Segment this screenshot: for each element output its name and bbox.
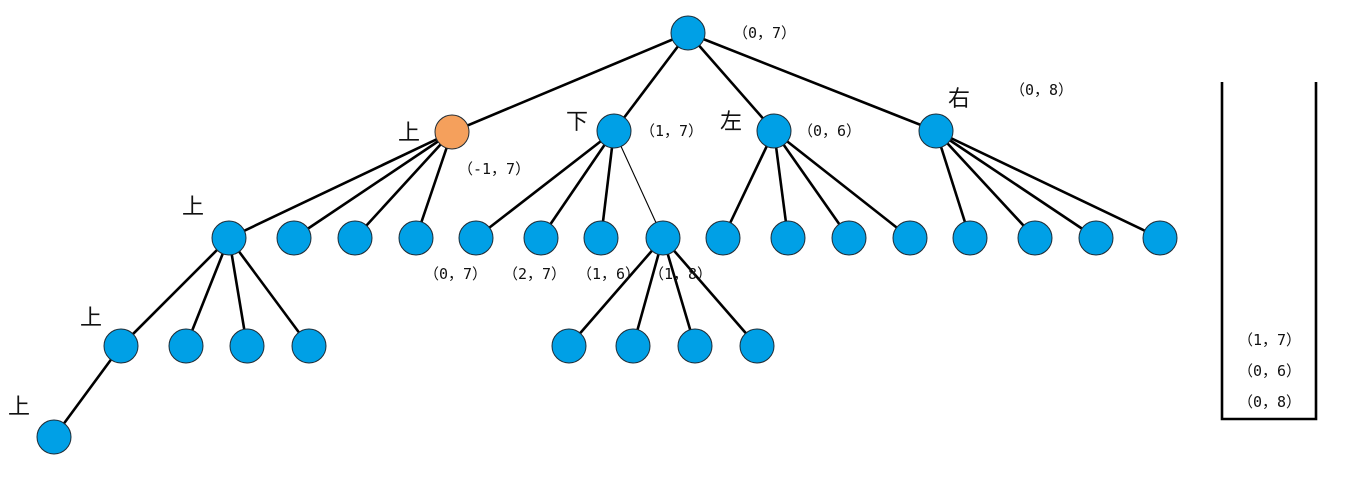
tree-edge (687, 32, 775, 132)
tree-node-l2-b (276, 220, 312, 256)
stack-item: （0，8） (1238, 393, 1301, 411)
tree-edges (52, 31, 1161, 438)
tree-node-l2-g (583, 220, 619, 256)
direction-label: 上 (398, 121, 420, 146)
direction-label: 上 (80, 306, 102, 331)
tree-node-l2-c (337, 220, 373, 256)
tree-edge (568, 237, 664, 347)
tree-node-l2-o (1078, 220, 1114, 256)
tree-labels: （0，7） （-1，7） 上 （1，7） 下 （0，6） 左 （0，8） 右上 （0，7） （2，7… (8, 24, 1073, 420)
tree-edge (414, 131, 454, 239)
tree-edge (612, 32, 690, 132)
tree-node-up-1 (434, 114, 470, 150)
tree-edge (354, 131, 453, 239)
tree-edge (662, 237, 758, 347)
node-coordinate-label: （-1，7） (458, 160, 530, 178)
stack-outline (1220, 82, 1318, 421)
tree-node-root (670, 15, 706, 51)
tree-edge (227, 237, 311, 347)
tree-node-left-1 (756, 113, 792, 149)
tree-edge (475, 129, 615, 240)
tree-node-l2-l (892, 220, 928, 256)
node-coordinate-label: （1，8） (649, 265, 712, 283)
direction-label: 上 (8, 395, 30, 420)
tree-edge (184, 237, 231, 347)
tree-node-l2-k (831, 220, 867, 256)
direction-label: 下 (566, 110, 588, 135)
node-coordinate-label: （0，8） (1010, 81, 1073, 99)
tree-edge (52, 345, 123, 438)
tree-edge (935, 129, 1097, 240)
tree-edge (599, 130, 616, 239)
tree-edge (772, 130, 851, 239)
tree-node-l2-d (398, 220, 434, 256)
tree-node-l3-c (229, 328, 265, 364)
tree-edge (613, 130, 664, 239)
stack-container: （1，7） （0，6） （0，8） (1220, 82, 1318, 421)
tree-edge (227, 237, 249, 347)
direction-label: 左 (720, 110, 742, 135)
tree-node-l3-h (739, 328, 775, 364)
node-coordinate-label: （2，7） (503, 265, 566, 283)
node-coordinate-label: （1，6） (577, 265, 640, 283)
stack-item: （0，6） (1238, 362, 1301, 380)
tree-nodes (36, 15, 1178, 455)
tree-node-l2-m (952, 220, 988, 256)
direction-label: 右 (948, 87, 970, 112)
tree-node-l2-n (1017, 220, 1053, 256)
tree-node-l3-e (551, 328, 587, 364)
stack-item: （1，7） (1238, 331, 1301, 349)
node-coordinate-label: （0，7） (424, 265, 487, 283)
tree-edge (721, 130, 776, 239)
tree-node-l3-g (677, 328, 713, 364)
tree-edge (934, 130, 972, 239)
tree-node-right-1 (918, 113, 954, 149)
tree-edge (631, 237, 665, 347)
tree-node-l2-h (645, 220, 681, 256)
tree-edge (539, 130, 616, 239)
tree-node-down-1 (596, 113, 632, 149)
tree-edge (687, 31, 937, 133)
tree-edge (228, 130, 453, 240)
tree-edge (661, 237, 697, 347)
tree-edge (772, 130, 790, 239)
tree-edge (773, 129, 911, 240)
tree-node-l2-e (458, 220, 494, 256)
tree-node-l2-f (523, 220, 559, 256)
tree-node-l3-a (103, 328, 139, 364)
node-coordinate-label: （0，6） (798, 122, 861, 140)
direction-label: 上 (182, 195, 204, 220)
tree-node-l3-d (291, 328, 327, 364)
tree-node-l2-j (770, 220, 806, 256)
tree-edge (293, 130, 453, 240)
tree-node-l2-p (1142, 220, 1178, 256)
tree-node-l3-b (168, 328, 204, 364)
tree-node-l3-f (615, 328, 651, 364)
node-coordinate-label: （0，7） (733, 24, 796, 42)
tree-node-l4-a (36, 419, 72, 455)
tree-edge (935, 129, 1161, 240)
node-coordinate-label: （1，7） (640, 122, 703, 140)
tree-node-l2-i (705, 220, 741, 256)
tree-edge (120, 237, 230, 347)
tree-node-l2-a (211, 220, 247, 256)
tree-edge (451, 31, 689, 134)
tree-edge (935, 130, 1036, 239)
